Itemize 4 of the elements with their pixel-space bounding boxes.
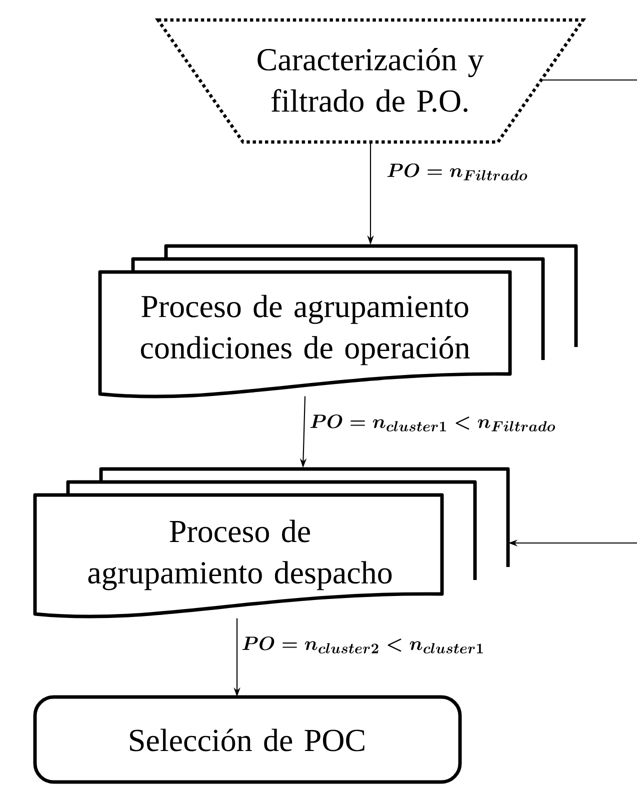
edge-label: $PO = n_{Filtrado}$ (385, 162, 530, 182)
edge-label: $PO = n_{cluster1} < n_{Filtrado}$ (308, 413, 558, 433)
edge-label: $PO = n_{cluster2} < n_{cluster1}$ (240, 635, 486, 655)
rounded-box: Selección de POC (33, 695, 462, 784)
